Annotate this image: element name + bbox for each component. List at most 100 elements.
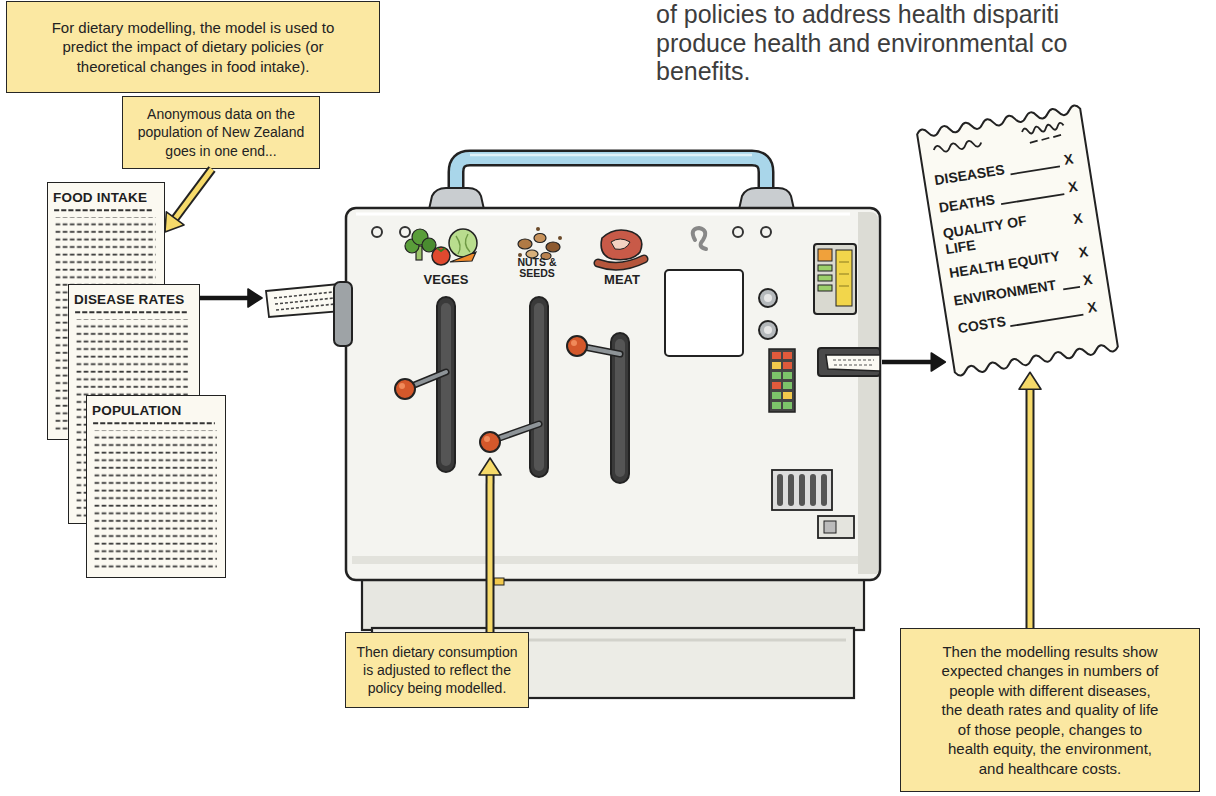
flow-arrow <box>200 296 249 301</box>
control-panel <box>818 285 832 291</box>
input-card <box>266 284 343 317</box>
results-receipt: DISEASESXDEATHSXQUALITY OF LIFEXHEALTH E… <box>915 97 1119 385</box>
machine-body <box>334 282 352 346</box>
slider-lever <box>567 336 587 356</box>
vegetable-icon <box>437 248 445 251</box>
indicator-lights <box>783 392 792 399</box>
control-panel <box>693 228 706 249</box>
vent-grille <box>777 474 783 506</box>
input-card <box>274 292 335 310</box>
sheet-lines <box>87 396 225 577</box>
control-panel <box>764 294 772 302</box>
meat-icon <box>598 259 644 266</box>
control-panel <box>818 265 832 271</box>
vegetable-icon <box>456 234 470 254</box>
indicator-lights <box>769 349 795 412</box>
nuts-icon <box>546 242 560 252</box>
page-text: of policies to address health dispariti <box>656 0 1059 28</box>
sheet-rule <box>54 209 154 211</box>
machine-handle <box>456 158 766 196</box>
vent-grille <box>810 474 816 506</box>
page-text: produce health and environmental co <box>656 29 1067 57</box>
callout-box: Then the modelling results show expected… <box>900 628 1200 792</box>
control-panel <box>764 326 772 334</box>
callout-arrow <box>165 169 212 232</box>
flow-arrow <box>882 360 932 365</box>
food-group-label: NUTS & SEEDS <box>512 257 562 279</box>
nuts-icon <box>536 227 540 231</box>
sheet-title: POPULATION <box>92 403 182 418</box>
nuts-icon <box>558 236 562 240</box>
control-panel <box>759 289 777 307</box>
callout-arrow <box>175 169 212 219</box>
lever-slot <box>530 297 548 477</box>
food-group-label: MEAT <box>582 272 662 287</box>
vent-grille <box>821 474 827 506</box>
callout-box: For dietary modelling, the model is used… <box>6 1 380 93</box>
callout-arrow <box>165 212 184 232</box>
callout-arrow <box>479 458 501 475</box>
indicator-lights <box>772 352 781 359</box>
machine-handle <box>456 158 766 196</box>
callout-arrow <box>175 169 212 219</box>
input-card <box>266 284 343 317</box>
control-panel <box>818 275 832 281</box>
indicator-lights <box>772 372 781 379</box>
output-slot <box>818 348 880 376</box>
sheet-rows <box>93 430 217 570</box>
sheet-title: FOOD INTAKE <box>53 190 147 205</box>
indicator-lights <box>772 392 781 399</box>
machine-body <box>372 227 382 237</box>
machine-illustration <box>262 150 880 700</box>
sheet-rule <box>93 422 215 424</box>
vent-grille <box>824 521 836 533</box>
control-panel <box>839 262 849 286</box>
machine-body <box>733 227 743 237</box>
slider-lever <box>480 432 500 452</box>
machine-body <box>352 556 858 564</box>
meat-icon <box>598 230 644 266</box>
vegetable-icon <box>450 252 476 262</box>
indicator-lights <box>772 402 781 409</box>
control-panel <box>665 270 743 356</box>
lever-slot <box>615 339 625 477</box>
vent-grille <box>818 516 854 538</box>
output-slot <box>826 355 880 371</box>
indicator-lights <box>783 402 792 409</box>
machine-body <box>494 578 504 585</box>
sheet-title: DISEASE RATES <box>74 292 184 307</box>
indicator-lights <box>783 362 792 369</box>
callout-arrow <box>1019 372 1041 389</box>
receipt-outline <box>917 105 1119 377</box>
sheet-rule <box>75 311 189 313</box>
control-panel <box>759 321 777 339</box>
lever-slot <box>437 297 455 472</box>
indicator-lights <box>783 352 792 359</box>
nuts-icon <box>534 234 546 243</box>
callout-text: Then the modelling results show expected… <box>939 642 1161 779</box>
vent-grille <box>772 470 854 538</box>
callout-arrow <box>479 458 501 632</box>
machine-body <box>400 227 410 237</box>
output-slot <box>818 348 880 376</box>
meat-icon <box>601 230 642 260</box>
machine-body <box>362 578 864 630</box>
vegetable-icon <box>405 229 477 265</box>
callout-box: Anonymous data on the population of New … <box>122 96 320 169</box>
machine-handle <box>470 154 752 157</box>
slider-lever <box>395 336 620 452</box>
callout-box: Then dietary consumption is adjusted to … <box>345 632 529 708</box>
meat-icon <box>598 259 644 266</box>
receipt-underline <box>987 166 1085 326</box>
vent-grille <box>788 474 794 506</box>
machine-handle <box>428 155 795 214</box>
lever-slot <box>437 297 629 483</box>
flow-arrow <box>931 353 945 371</box>
nuts-icon <box>518 227 562 260</box>
indicator-lights <box>772 362 781 369</box>
control-panel <box>818 249 832 261</box>
flow-arrow <box>248 289 262 307</box>
lever-slot <box>441 303 451 466</box>
machine-body <box>858 212 878 574</box>
